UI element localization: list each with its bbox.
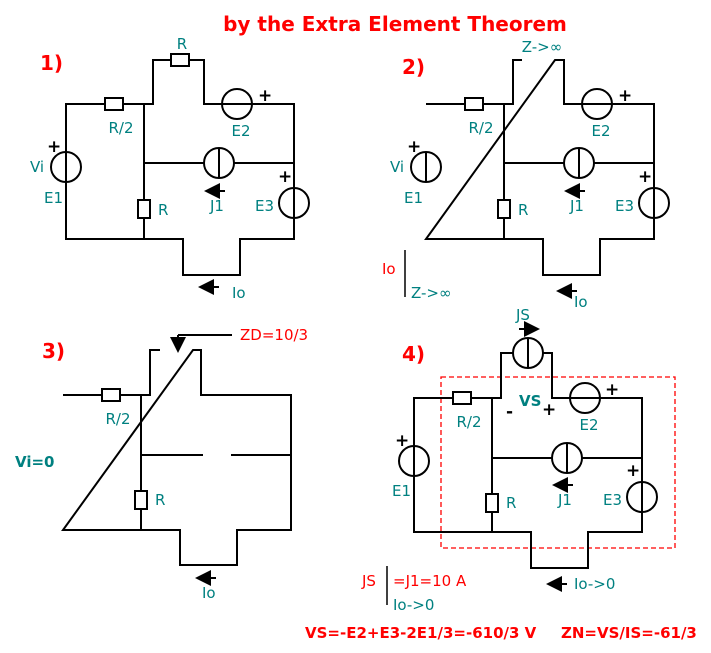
label-z-top: Z->∞ <box>522 38 563 56</box>
svg-text:+: + <box>407 137 421 157</box>
label-vi: Vi <box>390 158 404 176</box>
label-io: Io <box>202 584 216 602</box>
label-io: Io->0 <box>574 575 615 593</box>
label-minus: - <box>506 402 513 422</box>
circuit-4: 4) ++++ JS VS - R/2 E2 E1 R J1 E3 Io->0 … <box>361 306 676 614</box>
resistor-r-top <box>170 53 190 67</box>
label-e2: E2 <box>591 122 610 140</box>
circuit-number: 2) <box>402 55 425 79</box>
resistor-r <box>137 199 151 219</box>
circuit-3: 3) ZD=10/3 R/2 Vi=0 R Io <box>15 326 308 602</box>
label-zd: ZD=10/3 <box>240 326 308 344</box>
svg-text:+: + <box>638 167 652 187</box>
label-r2: R/2 <box>456 413 481 431</box>
label-vi: Vi <box>30 158 44 176</box>
circuit-1: 1) + + + R R/2 E2 Vi E1 R J1 E3 Io <box>30 35 310 302</box>
label-r: R <box>158 201 168 219</box>
label-e2: E2 <box>231 122 250 140</box>
title: by the Extra Element Theorem <box>223 12 567 36</box>
label-cond-js: JS <box>361 572 376 590</box>
label-r2: R/2 <box>468 119 493 137</box>
label-j1: J1 <box>557 491 572 509</box>
formula-zn: ZN=VS/IS=-61/3 <box>561 624 697 642</box>
label-j1: J1 <box>209 197 224 215</box>
label-z-bottom: Z->∞ <box>411 284 452 302</box>
circuit-2: 2) + + + Z->∞ R/2 E2 Vi E1 R J1 E3 Io Io Z… <box>382 38 670 311</box>
svg-text:+: + <box>258 86 272 106</box>
svg-text:+: + <box>542 400 556 420</box>
label-io: Io <box>232 284 246 302</box>
label-js: JS <box>515 306 530 324</box>
svg-text:+: + <box>626 461 640 481</box>
label-r: R <box>506 494 516 512</box>
label-e3: E3 <box>603 491 622 509</box>
svg-text:+: + <box>618 86 632 106</box>
label-e3: E3 <box>615 197 634 215</box>
formula-vs: VS=-E2+E3-2E1/3=-610/3 V <box>305 624 537 642</box>
label-j1: J1 <box>569 197 584 215</box>
svg-text:+: + <box>605 380 619 400</box>
svg-text:+: + <box>395 431 409 451</box>
label-vi: Vi=0 <box>15 453 55 471</box>
resistor-r2 <box>104 97 124 111</box>
label-cond-eq: =J1=10 A <box>393 572 467 590</box>
circuit-number: 3) <box>42 339 65 363</box>
label-e1: E1 <box>44 189 63 207</box>
label-r2: R/2 <box>105 410 130 428</box>
circuit-number: 1) <box>40 51 63 75</box>
circuit-number: 4) <box>402 342 425 366</box>
svg-text:+: + <box>47 137 61 157</box>
label-e2: E2 <box>579 416 598 434</box>
label-e1: E1 <box>392 482 411 500</box>
label-r-top: R <box>177 35 187 53</box>
label-r: R <box>155 491 165 509</box>
label-io: Io <box>574 293 588 311</box>
svg-text:+: + <box>278 167 292 187</box>
label-e1: E1 <box>404 189 423 207</box>
label-r2: R/2 <box>108 119 133 137</box>
label-io-left: Io <box>382 260 396 278</box>
label-cond-io: Io->0 <box>393 596 434 614</box>
label-r: R <box>518 201 528 219</box>
dashed-box <box>440 376 676 549</box>
label-vs: VS <box>519 392 541 410</box>
label-e3: E3 <box>255 197 274 215</box>
